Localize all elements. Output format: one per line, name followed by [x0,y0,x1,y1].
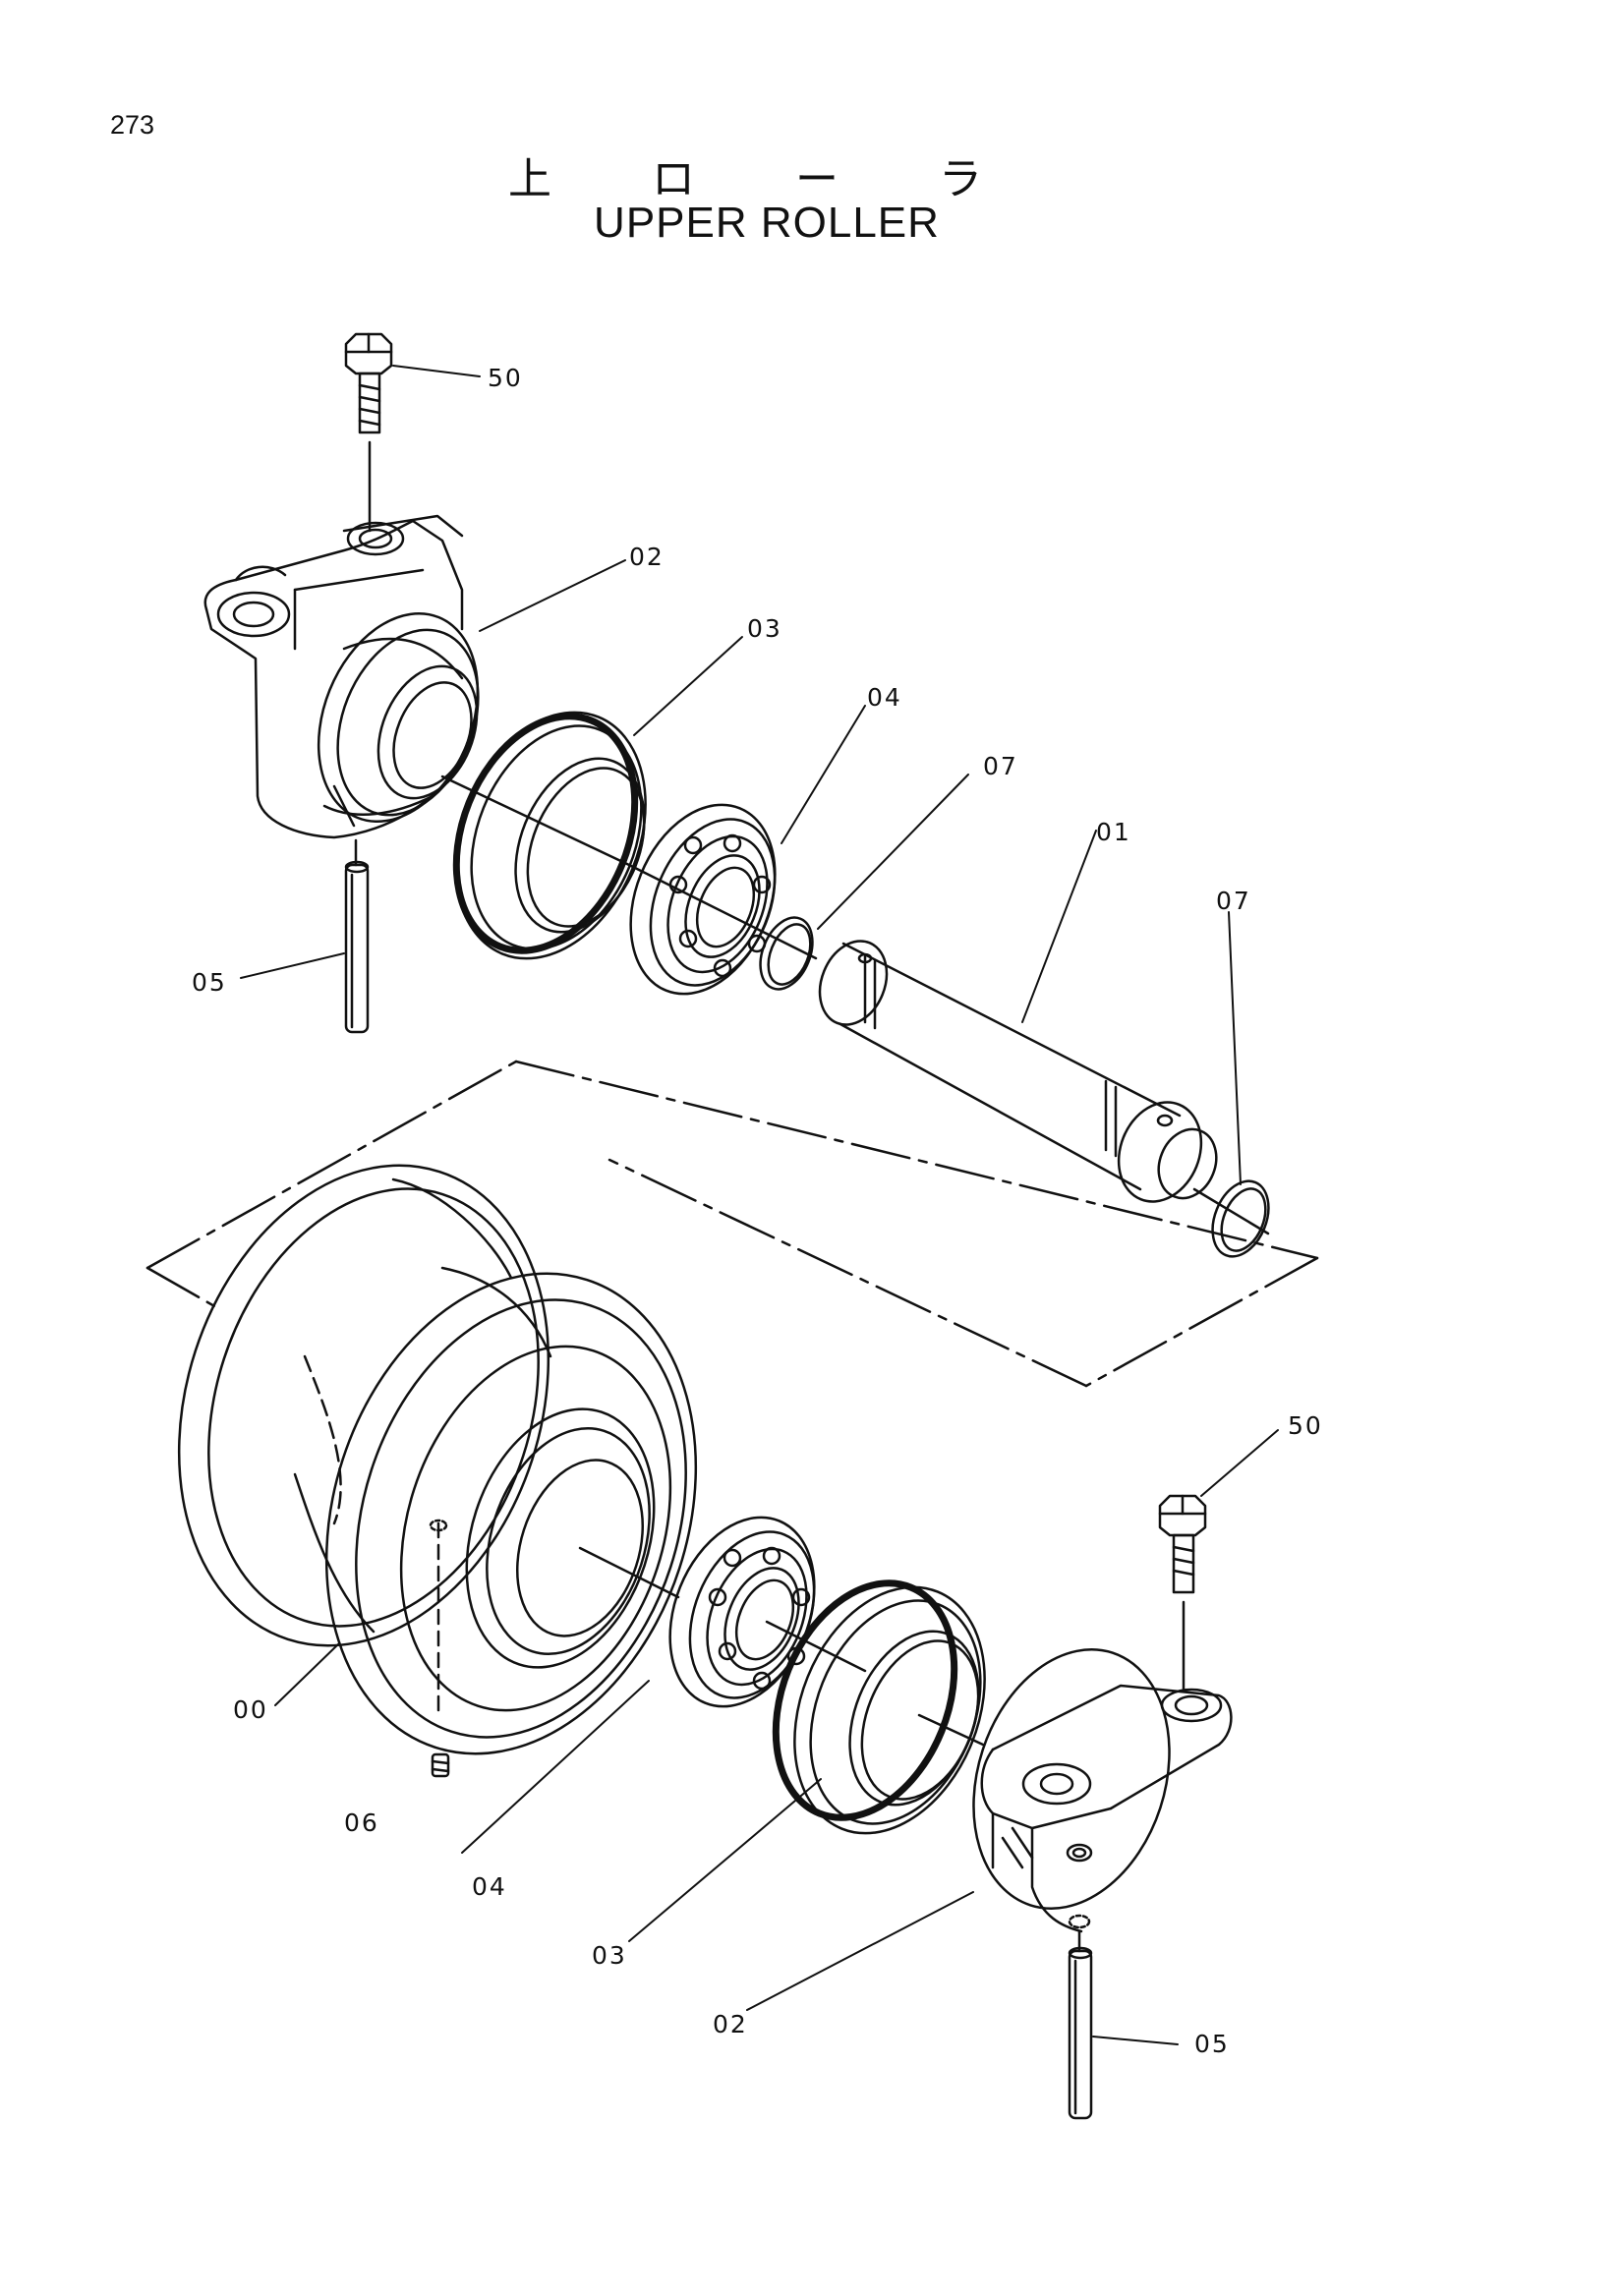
part-seal-bottom [772,1579,986,1835]
part-roller [177,1164,698,1755]
callout-plug: 06 [344,1808,379,1837]
part-oring-right [1192,1179,1270,1258]
part-pin-top [344,838,370,1034]
callout-bolt-bottom: 50 [1288,1411,1323,1440]
callout-bolt-top: 50 [488,364,523,392]
callout-roller: 00 [233,1695,268,1724]
callout-seal-top: 03 [747,614,782,643]
callout-bracket-top: 02 [629,543,665,571]
callout-pin-top: 05 [192,968,227,997]
callout-shaft: 01 [1096,818,1131,846]
part-pin-bottom [1068,1929,1093,2120]
assembly-outline [145,1060,1319,1388]
part-bolt-bottom [1158,1494,1207,1693]
part-bolt-top [344,332,393,533]
part-bracket-bottom [972,1648,1233,1933]
part-shaft [818,940,1218,1203]
part-bearing-bottom [668,1516,867,1708]
callout-bracket-bottom: 02 [713,2010,748,2038]
part-bracket-top [203,514,480,839]
callout-oring-top: 07 [983,752,1018,780]
callout-oring-right: 07 [1216,887,1251,915]
leader-lines [240,365,1279,2045]
callout-bearing-top: 04 [867,683,902,712]
part-plug [431,1752,450,1778]
title-english: UPPER ROLLER [594,199,940,247]
title-japanese: 上 ロ ー ラ [508,154,1025,204]
part-oring-top [759,916,818,991]
callout-seal-bottom: 03 [592,1941,627,1970]
callout-bearing-bottom: 04 [472,1872,507,1901]
page-number: 273 [110,110,155,140]
part-bearing-top [627,803,777,996]
callout-pin-bottom: 05 [1194,2030,1230,2058]
part-seal-top [440,711,647,960]
